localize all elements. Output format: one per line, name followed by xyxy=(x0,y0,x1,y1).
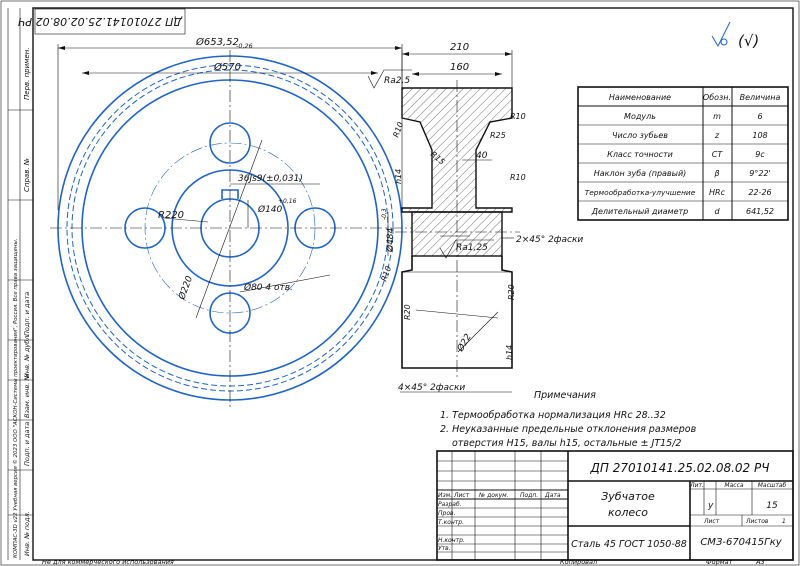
kompas-note: КОМПАС-3D v22 Учебная версия © 2023 ООО … xyxy=(12,239,19,558)
param-val: 108 xyxy=(752,131,767,140)
param-hdr-name: Наименование xyxy=(609,93,671,102)
rev-hdr: Дата xyxy=(544,492,561,499)
tb-lit-hdr: Лит. xyxy=(689,482,704,489)
side-label-perv: Перв. примен. xyxy=(23,47,31,100)
tb-name-1: Зубчатое xyxy=(601,490,655,503)
params-table: Наименование Обозн. Величина Модуль m 6 … xyxy=(577,86,789,221)
roughness-general-text: (√) xyxy=(738,32,759,50)
param-sym: HRc xyxy=(709,188,726,197)
tb-sheets-val: 1 xyxy=(782,518,786,525)
param-name: Модуль xyxy=(624,112,656,121)
note-2: 2. Неуказанные предельные отклонения раз… xyxy=(440,424,697,435)
dim-bore-tol: +0,16 xyxy=(278,198,297,205)
dim-width-total: 210 xyxy=(450,42,469,53)
param-sym: z xyxy=(714,131,720,140)
r20-b: R20 xyxy=(403,304,412,320)
param-val: 9с xyxy=(755,150,765,159)
dim-d-rim: Ø570 xyxy=(213,61,241,73)
role-label: Н.контр. xyxy=(438,537,465,544)
side-label-podp2: Подп. и дата xyxy=(23,422,31,466)
rough-top: Ra2,5 xyxy=(384,76,410,86)
role-label: Утв. xyxy=(438,545,451,552)
section-view xyxy=(395,80,520,380)
stamp-rotated: ДП 27010141.25.02.08.02 РЧ xyxy=(18,15,183,28)
tb-mass-hdr: Масса xyxy=(724,482,743,489)
rev-hdr: Лист xyxy=(453,492,470,499)
param-val: 22-26 xyxy=(748,188,771,197)
hole-top xyxy=(209,122,251,164)
side-label-podp1: Подп. и дата xyxy=(23,292,31,336)
rough-mid: Ra1,25 xyxy=(456,243,488,253)
rev-hdr: № докум. xyxy=(478,492,509,499)
dim-width-hub: 160 xyxy=(450,62,469,73)
tb-sheet: Лист xyxy=(703,518,720,525)
param-name: Число зубьев xyxy=(612,131,668,140)
chamfer-top: 2×45° 2фаски xyxy=(516,235,583,245)
param-name: Делительный диаметр xyxy=(591,207,689,216)
role-label: Пров. xyxy=(438,510,456,517)
dim-d-left-tol: -0,3 xyxy=(381,208,388,220)
param-val: 9°22' xyxy=(749,169,770,178)
role-label: Разраб. xyxy=(438,501,462,508)
dim-d-outer: Ø653,52 xyxy=(195,36,239,48)
param-sym: m xyxy=(713,112,721,121)
r10-c: R10 xyxy=(510,173,526,182)
param-hdr-sym: Обозн. xyxy=(703,93,731,102)
r25: R25 xyxy=(490,131,506,140)
stamp-box xyxy=(34,8,186,35)
param-val: 6 xyxy=(757,112,762,121)
dim-keyway: 36Js9(±0,031) xyxy=(238,174,303,184)
r20-a: R20 xyxy=(507,284,516,300)
h14-a: h14 xyxy=(394,169,403,184)
tb-material: Сталь 45 ГОСТ 1050-88 xyxy=(571,539,687,550)
tb-scale-val: 15 xyxy=(766,501,778,511)
param-name: Наклон зуба (правый) xyxy=(594,169,687,178)
param-name: Термообработка-улучшение xyxy=(585,188,696,197)
copied-label: Копировал xyxy=(560,558,597,566)
noncommercial-note: Не для коммерческого использования xyxy=(42,558,174,566)
tb-sheets: Листов xyxy=(745,518,769,525)
title-block: Изм. Лист № докум. Подп. Дата Разраб. Пр… xyxy=(436,450,794,561)
r10-b: R10 xyxy=(510,112,526,121)
side-label-inv-dubl: Инв. № дубл. xyxy=(23,334,31,378)
tb-name-2: колесо xyxy=(608,506,648,519)
note-3: отверстия H15, валы h15, остальные ± JT1… xyxy=(452,438,681,449)
role-label: Т.контр. xyxy=(438,519,464,526)
roughness-general: (√) xyxy=(711,21,759,50)
param-sym: d xyxy=(714,207,720,216)
dim-d-left: Ø484 xyxy=(385,227,396,253)
param-sym: β xyxy=(713,169,719,178)
dim-holes: Ø80 4 отв. xyxy=(243,282,293,293)
notes-title: Примечания xyxy=(534,390,596,401)
chamfer-bottom: 4×45° 2фаски xyxy=(398,383,465,393)
param-val: 641,52 xyxy=(746,207,774,216)
tb-org: СМЗ-670415Гку xyxy=(700,537,782,548)
dim-web: 40 xyxy=(476,151,488,161)
rev-hdr: Изм. xyxy=(438,492,452,499)
side-label-sprav: Справ. № xyxy=(23,158,31,192)
note-1: 1. Термообработка нормализация HRc 28..3… xyxy=(440,410,666,421)
rev-hdr: Подп. xyxy=(520,492,538,499)
param-name: Класс точности xyxy=(607,150,673,159)
param-sym: CT xyxy=(712,150,724,159)
param-hdr-val: Величина xyxy=(740,93,781,102)
dim-radius: R220 xyxy=(158,210,184,221)
dim-bore: Ø140 xyxy=(257,204,283,215)
notes: Примечания 1. Термообработка нормализаци… xyxy=(440,390,697,449)
format-label: Формат xyxy=(706,558,733,566)
tb-lit-val: у xyxy=(707,501,714,511)
side-label-vzam: Взам. инв. № xyxy=(23,374,31,418)
dim-d-outer-tol: -0,26 xyxy=(236,42,253,50)
h14-b: h14 xyxy=(505,345,514,360)
drawing-frame xyxy=(32,7,794,561)
tb-designation: ДП 27010141.25.02.08.02 РЧ xyxy=(590,461,770,475)
side-label-inv-podl: Инв. № подл. xyxy=(23,511,31,556)
format-value: А3 xyxy=(755,558,765,566)
tb-scale-hdr: Масштаб xyxy=(758,482,787,489)
side-strip: Перв. примен. Справ. № Подп. и дата Инв.… xyxy=(7,8,33,560)
